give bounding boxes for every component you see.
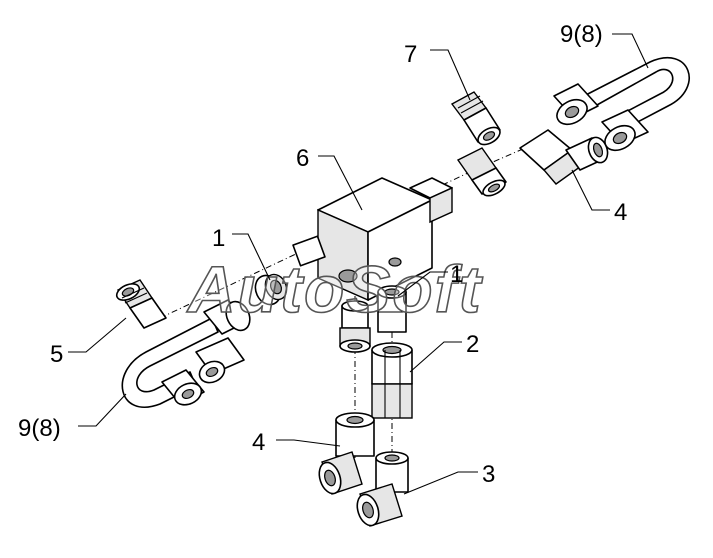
callout-7: 7 xyxy=(404,41,417,68)
callout-1-right: 1 xyxy=(450,261,463,288)
callout-4-bottom: 4 xyxy=(252,429,265,456)
callout-6: 6 xyxy=(296,145,309,172)
seal-ring-left xyxy=(254,273,288,306)
u-tube-top xyxy=(553,56,690,152)
elbow-fitting-right xyxy=(519,129,609,185)
union-nut xyxy=(371,342,413,419)
callout-9-8-bottom: 9(8) xyxy=(18,415,61,442)
callout-9-8-top: 9(8) xyxy=(560,21,603,48)
callout-5: 5 xyxy=(50,341,63,368)
tee-block-body xyxy=(292,177,453,302)
straight-adapter-top xyxy=(450,91,501,146)
callout-2: 2 xyxy=(466,331,479,358)
elbow-fitting-bottom xyxy=(318,412,375,495)
watermark-text: AutoSoft xyxy=(186,252,484,326)
elbow-fitting-part3 xyxy=(356,451,409,527)
straight-adapter-left xyxy=(115,279,167,329)
callout-3: 3 xyxy=(482,461,495,488)
leader-lines xyxy=(68,33,649,495)
callout-1-left: 1 xyxy=(212,225,225,252)
u-tube-bottom xyxy=(121,299,251,408)
seal-ring-right xyxy=(377,285,407,333)
callout-4-right: 4 xyxy=(614,199,627,226)
connector-nipple-lower xyxy=(339,300,371,353)
connector-nipple-upper xyxy=(456,147,507,197)
